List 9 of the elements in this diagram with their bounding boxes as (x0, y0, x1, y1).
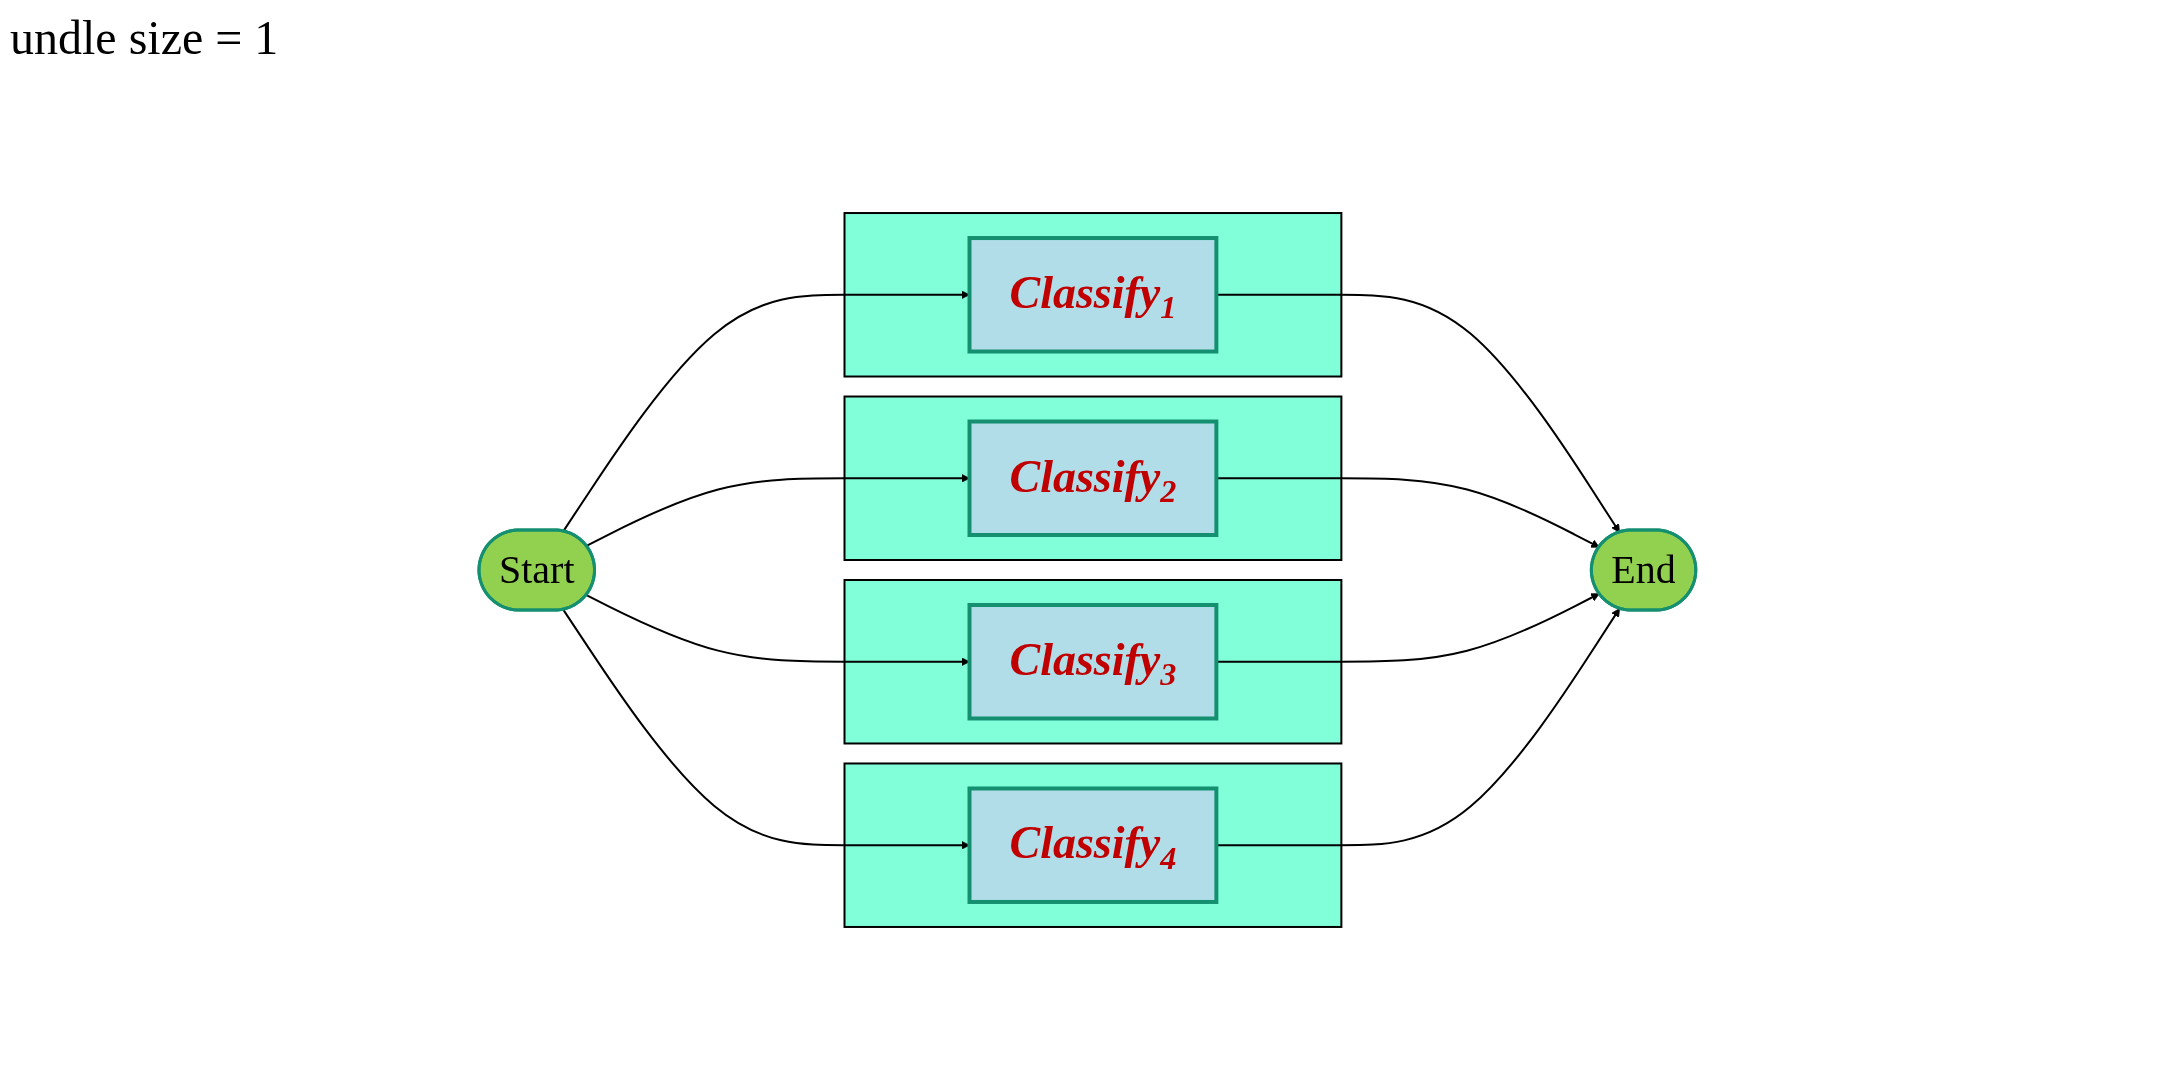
cluster (843, 762, 1343, 928)
diagram-title: undle size = 1 (10, 10, 279, 65)
cluster (843, 579, 1343, 745)
node-box: Classify$_{1}$ (967, 236, 1219, 354)
cluster (843, 212, 1343, 378)
node-box: Classify$_{4}$ (967, 786, 1219, 904)
node-box: Classify$_{3}$ (967, 603, 1219, 721)
node-box: Classify$_{2}$ (967, 419, 1219, 537)
cluster (843, 395, 1343, 561)
